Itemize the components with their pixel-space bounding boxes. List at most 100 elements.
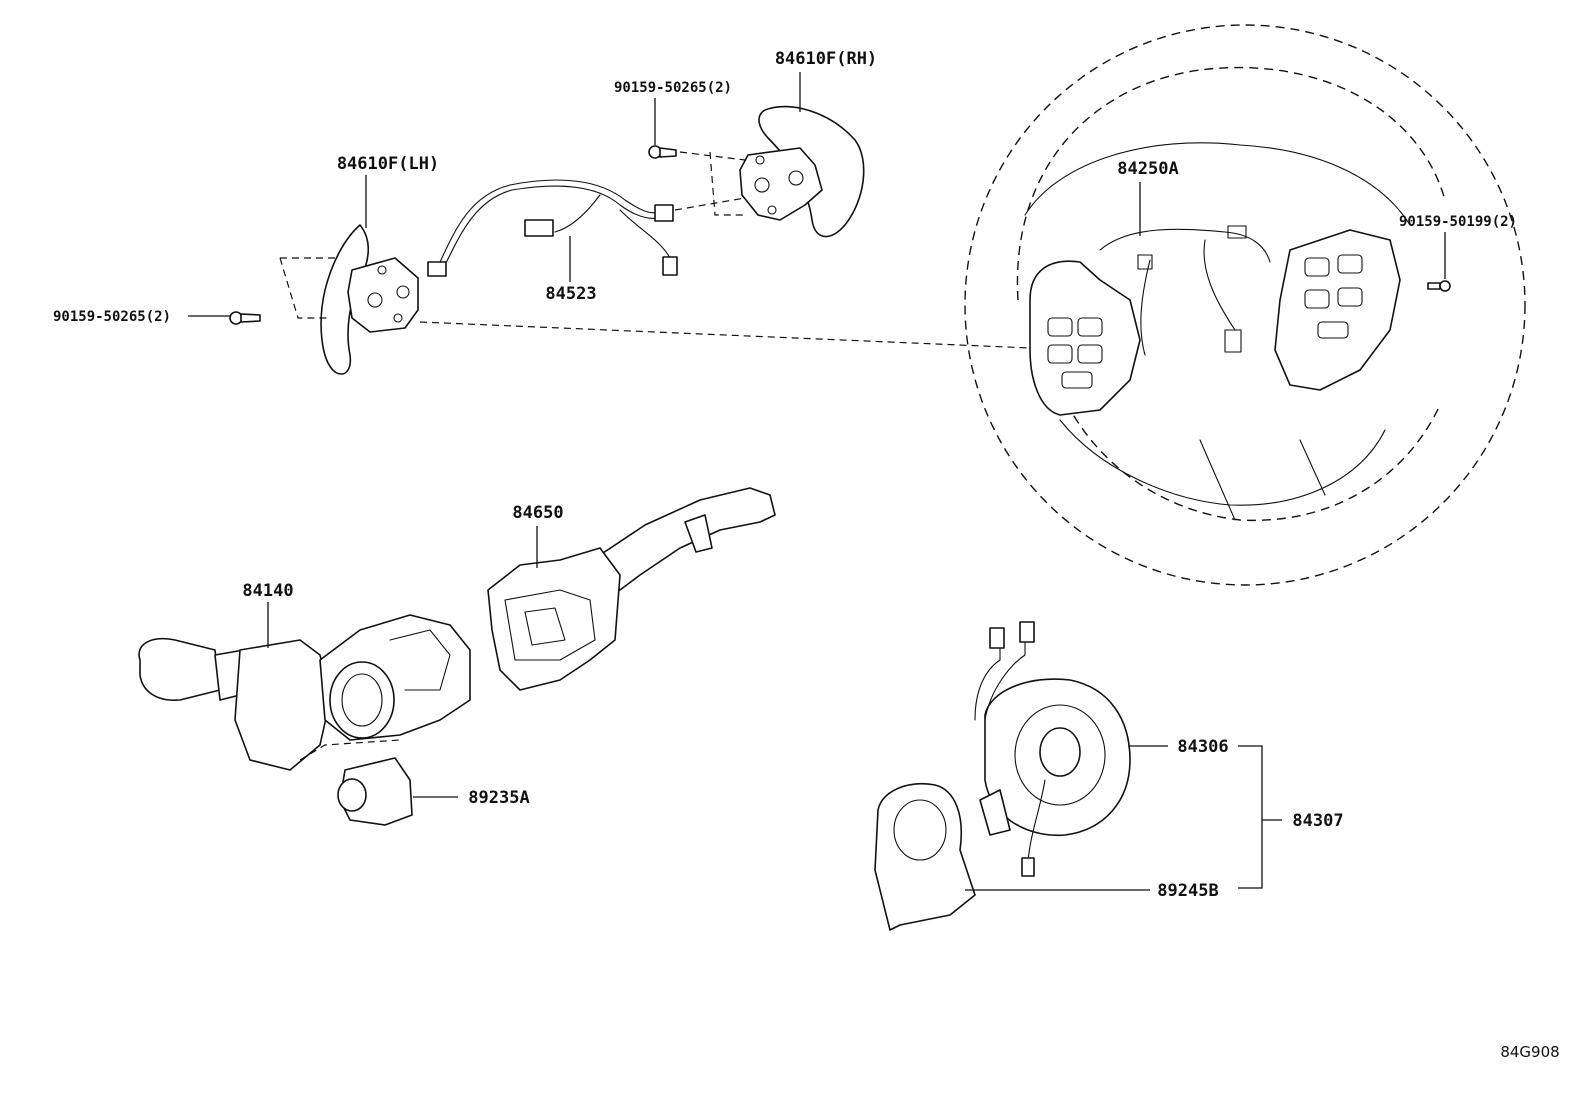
wheel-inner-rim-top [1016, 66, 1446, 301]
harness-main-wire [439, 179, 661, 263]
wheel-hub-upper [1024, 142, 1411, 226]
wiper-lever [599, 487, 776, 591]
harness-branch-1 [554, 194, 601, 233]
paddle-lh-bracket [347, 257, 419, 333]
steering-sensor-body [874, 783, 976, 931]
paddle-shifter-rh [739, 105, 865, 238]
wiper-switch-84650 [487, 487, 776, 691]
turn-switch-body-left [234, 639, 331, 771]
label-89235a: 89235A [468, 788, 529, 808]
wheel-outer-rim [964, 24, 1526, 586]
pad-connector-b [1224, 329, 1242, 353]
diagram-code: 84G908 [1500, 1043, 1559, 1061]
wire-harness-84523 [427, 179, 678, 277]
spiral-connector-3 [1021, 857, 1035, 877]
right-pad-button-3 [1304, 289, 1330, 309]
pad-connector-c [1227, 225, 1247, 239]
spiral-cable-center [1039, 727, 1081, 777]
right-pad-button-2 [1337, 254, 1363, 274]
screw-head-right [1439, 280, 1451, 292]
turn-switch-bore [329, 661, 395, 739]
label-84250a: 84250A [1117, 159, 1178, 179]
label-84610f-rh: 84610F(RH) [775, 49, 877, 69]
spiral-connector-2 [1019, 621, 1035, 643]
paddle-rh-hole-3 [755, 155, 765, 165]
pad-harness-right [1203, 239, 1236, 331]
dash-rh-screw [679, 151, 746, 216]
paddle-rh-hole-4 [767, 205, 777, 215]
left-pad-button-2 [1077, 317, 1103, 337]
spiral-cable-lead-2 [984, 634, 1026, 721]
right-pad-switch [1274, 229, 1401, 391]
paddle-rh-bracket [739, 147, 823, 221]
left-pad-button-5 [1061, 371, 1093, 389]
left-pad-button-3 [1047, 344, 1073, 364]
paddle-rh-hole-2 [788, 170, 804, 186]
spiral-cable-lead-3 [1027, 779, 1046, 863]
label-84650: 84650 [512, 503, 563, 523]
pad-connector-a [1137, 254, 1153, 270]
bracket-84307 [1238, 745, 1263, 889]
steering-sensor-89245b [874, 783, 976, 931]
harness-branch-2 [619, 209, 671, 259]
label-84307: 84307 [1292, 811, 1343, 831]
label-90159-50265-top: 90159-50265(2) [614, 80, 732, 96]
spiral-cable-ring [1014, 704, 1106, 806]
harness-connector-4 [427, 261, 447, 277]
wheel-spoke-lines [1199, 439, 1326, 521]
harness-connector-3 [662, 256, 678, 276]
wiper-switch-slot [524, 607, 566, 646]
right-pad-button-1 [1304, 257, 1330, 277]
screw-90159-50265-left [229, 311, 261, 325]
wiper-lever-knob [684, 514, 713, 553]
label-84523: 84523 [545, 284, 596, 304]
label-84140: 84140 [242, 581, 293, 601]
wheel-hub-lower [1059, 419, 1386, 506]
label-90159-50199: 90159-50199(2) [1399, 214, 1517, 230]
steering-pad-switch-84250a [1029, 225, 1401, 416]
turn-lever-knob [138, 638, 221, 701]
dash-turn-switch [299, 739, 401, 761]
pad-harness-top [1099, 228, 1271, 263]
screw-90159-50265-top [648, 145, 677, 159]
label-90159-50265-left: 90159-50265(2) [53, 309, 171, 325]
turn-switch-detail [389, 629, 451, 691]
left-pad-button-4 [1077, 344, 1103, 364]
screw-shank-top [659, 147, 677, 158]
spiral-connector-1 [989, 627, 1005, 649]
left-pad-button-1 [1047, 317, 1073, 337]
left-pad-switch [1029, 260, 1141, 416]
paddle-lh-hole-2 [396, 285, 410, 299]
harness-main-wire-2 [444, 185, 661, 266]
paddle-lh-hole-1 [367, 292, 383, 308]
harness-connector-1 [524, 219, 554, 237]
screw-shank-right [1427, 282, 1441, 290]
steering-sensor-bore [893, 799, 947, 861]
spiral-cable-84306 [974, 621, 1131, 877]
paddle-lh-hole-3 [377, 265, 387, 275]
turn-signal-switch-84140 [138, 614, 471, 771]
sensor-face [337, 778, 367, 812]
sensor-89235a [337, 757, 413, 826]
right-pad-button-5 [1317, 321, 1349, 339]
wiper-switch-face [504, 589, 596, 661]
screw-shank-left [240, 313, 261, 323]
paddle-lh-hole-4 [393, 313, 403, 323]
wheel-inner-rim-bottom [1054, 374, 1441, 522]
wiper-switch-body [487, 547, 621, 691]
label-84306: 84306 [1177, 737, 1228, 757]
label-89245b: 89245B [1157, 881, 1218, 901]
dash-lh-to-wheel [419, 321, 1031, 349]
turn-switch-bore-inner [341, 673, 383, 727]
steering-wheel [964, 24, 1526, 586]
right-pad-button-4 [1337, 287, 1363, 307]
screw-90159-50199 [1427, 280, 1451, 292]
paddle-rh-hole-1 [754, 177, 770, 193]
spiral-cable-lead-1 [974, 637, 1001, 721]
pad-harness-left [1140, 259, 1151, 356]
dash-harness-rh [674, 197, 746, 211]
dash-lh-screw [279, 257, 340, 319]
paddle-shifter-lh [320, 224, 419, 375]
